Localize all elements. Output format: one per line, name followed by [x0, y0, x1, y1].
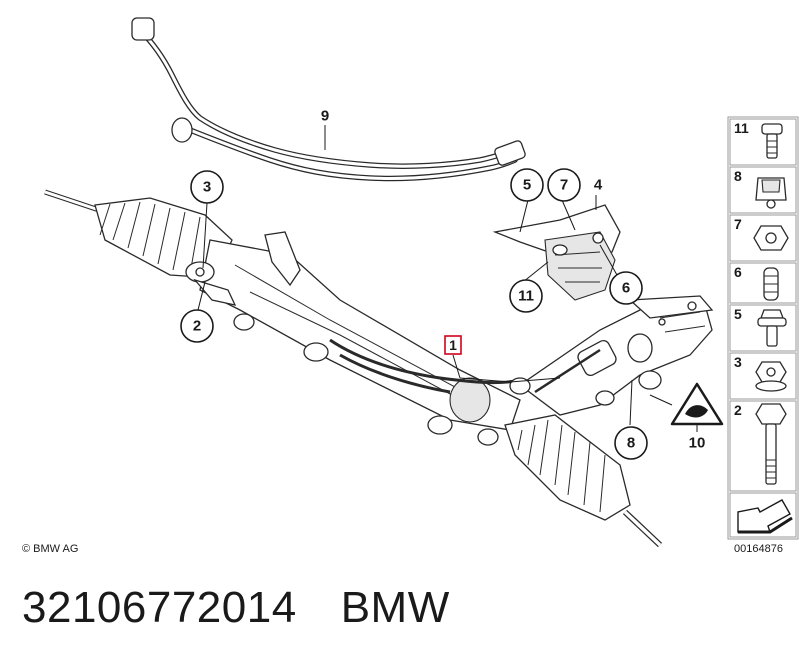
caption: 32106772014 BMW [22, 583, 494, 633]
copyright: © BMW AG [22, 543, 78, 555]
callout-7: 7 [547, 168, 581, 202]
side-item-3: 3 [729, 352, 797, 400]
rubber-bushing-icon [763, 267, 779, 301]
flange-bolt-icon [757, 309, 787, 347]
part-number: 32106772014 [22, 583, 297, 632]
hex-nut-icon [753, 225, 789, 251]
side-panel: 11 8 7 6 [727, 116, 799, 540]
svg-text:2: 2 [193, 318, 201, 335]
short-bolt-icon [761, 123, 783, 159]
svg-text:6: 6 [734, 264, 742, 280]
svg-text:4: 4 [594, 177, 603, 194]
callout-5: 5 [510, 168, 544, 202]
callout-6: 6 [609, 271, 643, 305]
side-item-6: 6 [729, 262, 797, 304]
side-item-2: 2 [729, 400, 797, 492]
svg-text:5: 5 [523, 177, 531, 194]
callout-4: 4 [594, 177, 603, 194]
parts-diagram: 3 2 9 1 5 7 4 6 11 8 10 11 [22, 17, 799, 555]
svg-text:11: 11 [734, 120, 749, 136]
svg-text:3: 3 [203, 179, 211, 196]
svg-text:6: 6 [622, 280, 630, 297]
clip-nut-icon [755, 177, 787, 209]
svg-text:7: 7 [560, 177, 568, 194]
side-item-7: 7 [729, 214, 797, 262]
svg-text:3: 3 [734, 354, 742, 370]
svg-text:5: 5 [734, 306, 742, 322]
leader-lines [197, 125, 698, 432]
callout-1: 1 [444, 335, 462, 355]
brand: BMW [340, 583, 450, 632]
svg-text:7: 7 [734, 216, 742, 232]
arrow-icon [729, 492, 797, 538]
callout-9: 9 [321, 108, 329, 125]
long-bolt-icon [755, 403, 787, 485]
svg-text:9: 9 [321, 108, 329, 125]
side-item-8: 8 [729, 166, 797, 214]
callout-11: 11 [509, 279, 543, 313]
svg-text:10: 10 [689, 435, 706, 452]
warning-label-10 [670, 382, 724, 426]
callout-10: 10 [689, 435, 706, 452]
diagram-id: 00164876 [734, 543, 783, 555]
svg-text:1: 1 [449, 337, 457, 353]
svg-text:11: 11 [518, 288, 534, 305]
collar-nut-icon [755, 361, 787, 392]
callout-2: 2 [180, 309, 214, 343]
heat-shield-bracket-4 [492, 204, 621, 301]
svg-text:8: 8 [734, 168, 742, 184]
callout-3: 3 [190, 170, 224, 204]
callout-8: 8 [614, 426, 648, 460]
svg-text:8: 8 [627, 435, 635, 452]
side-item-5: 5 [729, 304, 797, 352]
side-item-11: 11 [729, 118, 797, 166]
hydraulic-line-9 [131, 17, 526, 182]
svg-text:2: 2 [734, 402, 742, 418]
steering-rack [44, 189, 714, 548]
